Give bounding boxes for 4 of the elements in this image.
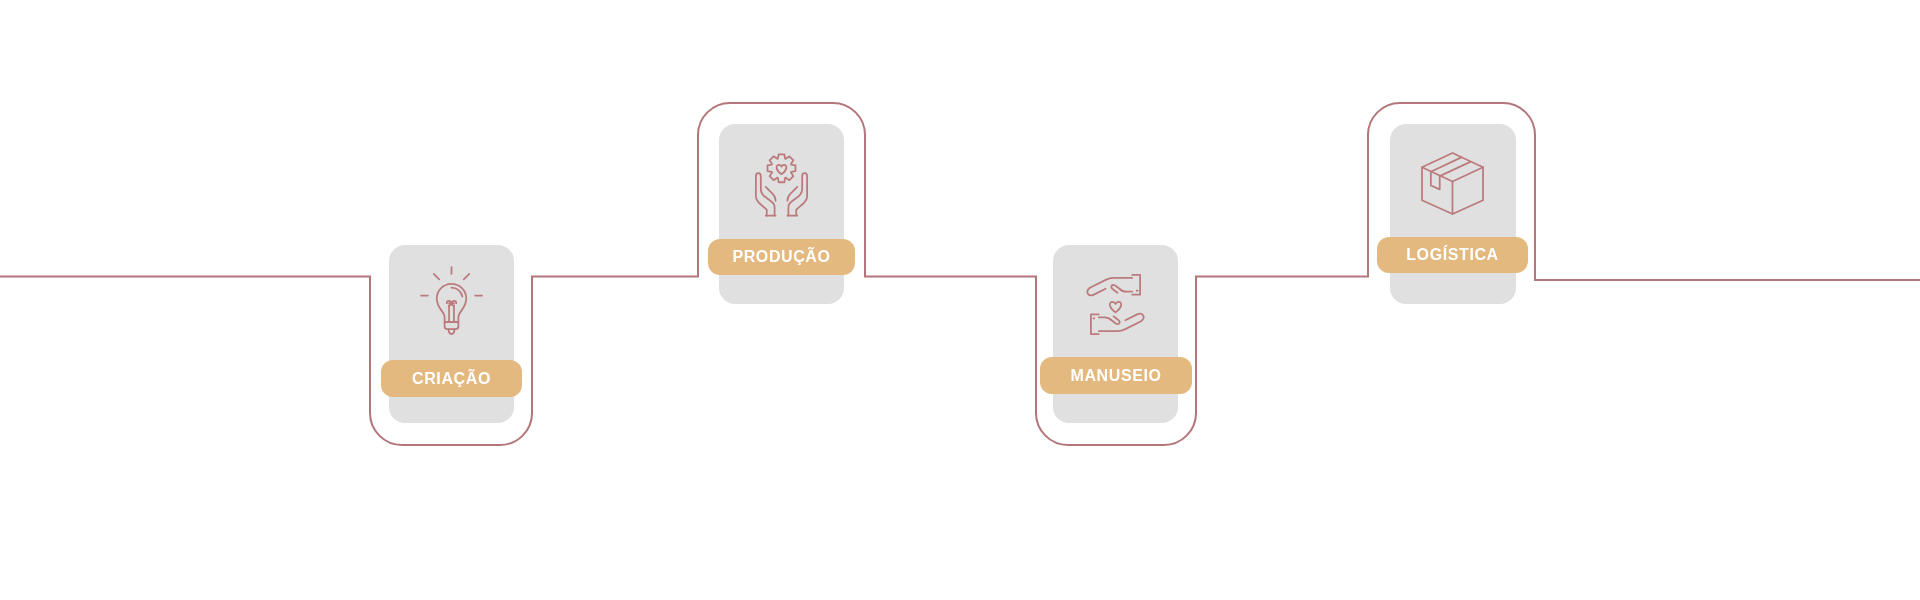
step-label: MANUSEIO — [1040, 357, 1192, 394]
step-label: PRODUÇÃO — [708, 239, 855, 275]
step-label: CRIAÇÃO — [381, 360, 522, 397]
step-label: LOGÍSTICA — [1377, 237, 1528, 273]
